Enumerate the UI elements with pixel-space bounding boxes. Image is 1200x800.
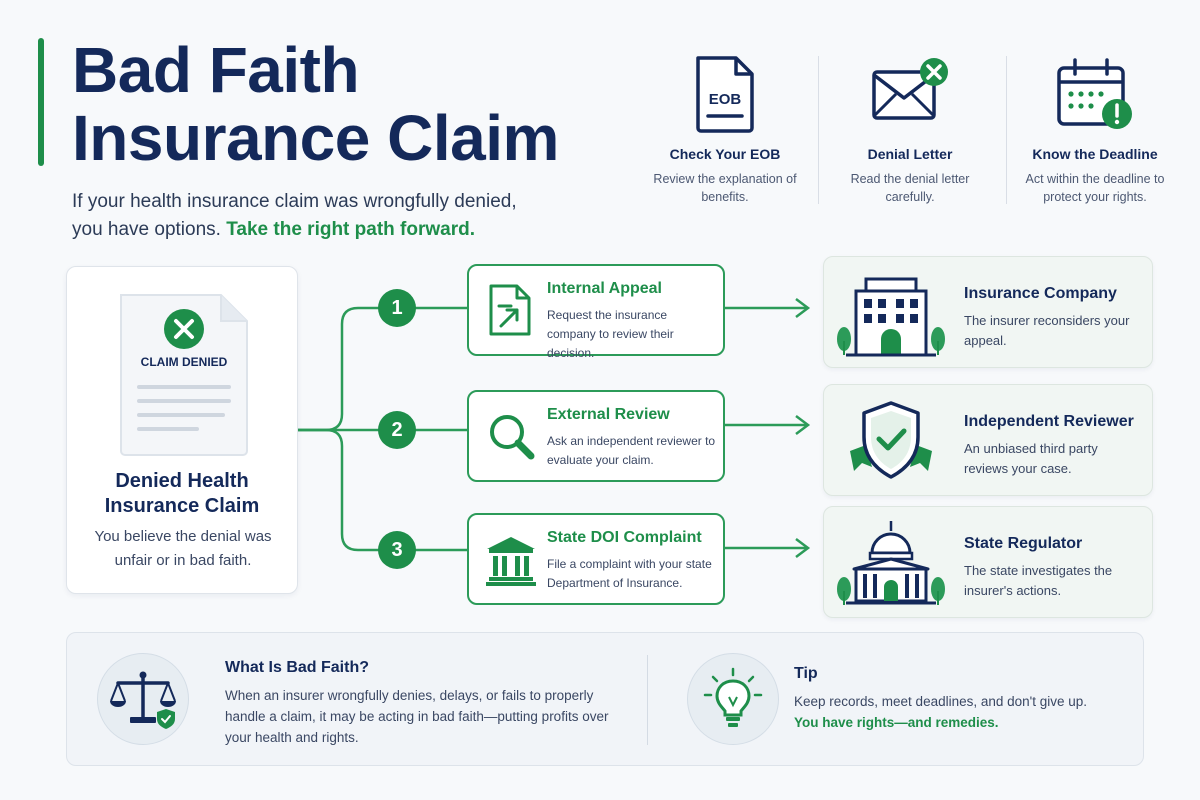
step-external-review: External Review Ask an independent revie… xyxy=(467,390,725,482)
denial-letter-icon xyxy=(872,58,948,120)
tip-panel-title: Tip xyxy=(794,665,818,682)
office-building-icon xyxy=(837,277,945,357)
step-desc: Ask an independent reviewer to evaluate … xyxy=(547,434,716,467)
outcome-title: Insurance Company xyxy=(964,285,1117,302)
lightbulb-icon xyxy=(687,653,779,745)
info-panel: What Is Bad Faith? When an insurer wrong… xyxy=(66,632,1144,766)
outcome-desc: The state investigates the insurer's act… xyxy=(964,563,1113,598)
eob-document-icon: EOB xyxy=(696,56,754,133)
outcome-independent-reviewer: Independent Reviewer An unbiased third p… xyxy=(823,384,1153,496)
deadline-calendar-icon xyxy=(1057,58,1132,129)
denied-claim-desc: You believe the denial was unfair or in … xyxy=(94,528,272,569)
outcome-title: State Regulator xyxy=(964,535,1083,552)
outcome-desc: The insurer reconsiders your appeal. xyxy=(964,313,1130,348)
outcome-insurance-company: Insurance Company The insurer reconsider… xyxy=(823,256,1153,368)
tip-panel-highlight: You have rights—and remedies. xyxy=(794,715,999,730)
tip-panel-desc: Keep records, meet deadlines, and don't … xyxy=(794,694,1088,709)
tip-check-eob: EOB Check Your EOB Review the explanatio… xyxy=(640,50,810,206)
page-subtitle: If your health insurance claim was wrong… xyxy=(72,188,552,244)
capitol-icon xyxy=(837,521,945,605)
tip-desc: Act within the deadline to protect your … xyxy=(1025,172,1165,204)
shield-check-icon xyxy=(850,401,932,479)
outcome-state-regulator: State Regulator The state investigates t… xyxy=(823,506,1153,618)
government-building-icon xyxy=(486,537,536,586)
step-title: Internal Appeal xyxy=(547,280,662,297)
appeal-document-icon xyxy=(489,284,531,336)
title-line-2: Insurance Claim xyxy=(72,102,559,174)
tip-title: Know the Deadline xyxy=(1032,146,1158,162)
subtitle-lead: If your health insurance claim was wrong… xyxy=(72,191,517,240)
denied-claim-document-icon: CLAIM DENIED xyxy=(120,294,248,456)
step-title: External Review xyxy=(547,406,670,423)
denied-claim-card: CLAIM DENIED Denied Health Insurance Cla… xyxy=(66,266,298,594)
step-internal-appeal: Internal Appeal Request the insurance co… xyxy=(467,264,725,360)
step-desc: File a complaint with your state Departm… xyxy=(547,557,712,590)
tip-title: Denial Letter xyxy=(867,146,953,162)
claim-denied-badge: CLAIM DENIED xyxy=(141,355,228,369)
divider xyxy=(1006,56,1007,204)
magnifier-icon xyxy=(490,415,535,460)
outcome-desc: An unbiased third party reviews your cas… xyxy=(964,441,1098,476)
divider xyxy=(818,56,819,204)
accent-bar xyxy=(38,38,44,166)
step-desc: Request the insurance company to review … xyxy=(547,308,674,360)
step-number-1: 1 xyxy=(378,289,416,327)
tip-title: Check Your EOB xyxy=(669,146,781,162)
tip-desc: Read the denial letter carefully. xyxy=(850,172,970,204)
tip-denial-letter: Denial Letter Read the denial letter car… xyxy=(825,50,995,206)
tip-deadline: Know the Deadline Act within the deadlin… xyxy=(1010,50,1180,206)
outcome-title: Independent Reviewer xyxy=(964,413,1134,430)
what-is-bad-faith-desc: When an insurer wrongfully denies, delay… xyxy=(225,688,609,745)
step-state-doi-complaint: State DOI Complaint File a complaint wit… xyxy=(467,513,725,605)
step-number-3: 3 xyxy=(378,531,416,569)
eob-icon-text: EOB xyxy=(709,91,742,108)
step-title: State DOI Complaint xyxy=(547,529,702,546)
scales-justice-icon xyxy=(97,653,189,745)
page-title: Bad Faith Insurance Claim xyxy=(72,36,559,172)
step-number-2: 2 xyxy=(378,411,416,449)
denied-claim-title: Denied Health Insurance Claim xyxy=(104,470,260,517)
subtitle-highlight: Take the right path forward. xyxy=(226,219,475,240)
title-line-1: Bad Faith xyxy=(72,34,360,106)
divider xyxy=(647,655,648,745)
tip-desc: Review the explanation of benefits. xyxy=(653,172,797,204)
what-is-bad-faith-title: What Is Bad Faith? xyxy=(225,659,369,676)
